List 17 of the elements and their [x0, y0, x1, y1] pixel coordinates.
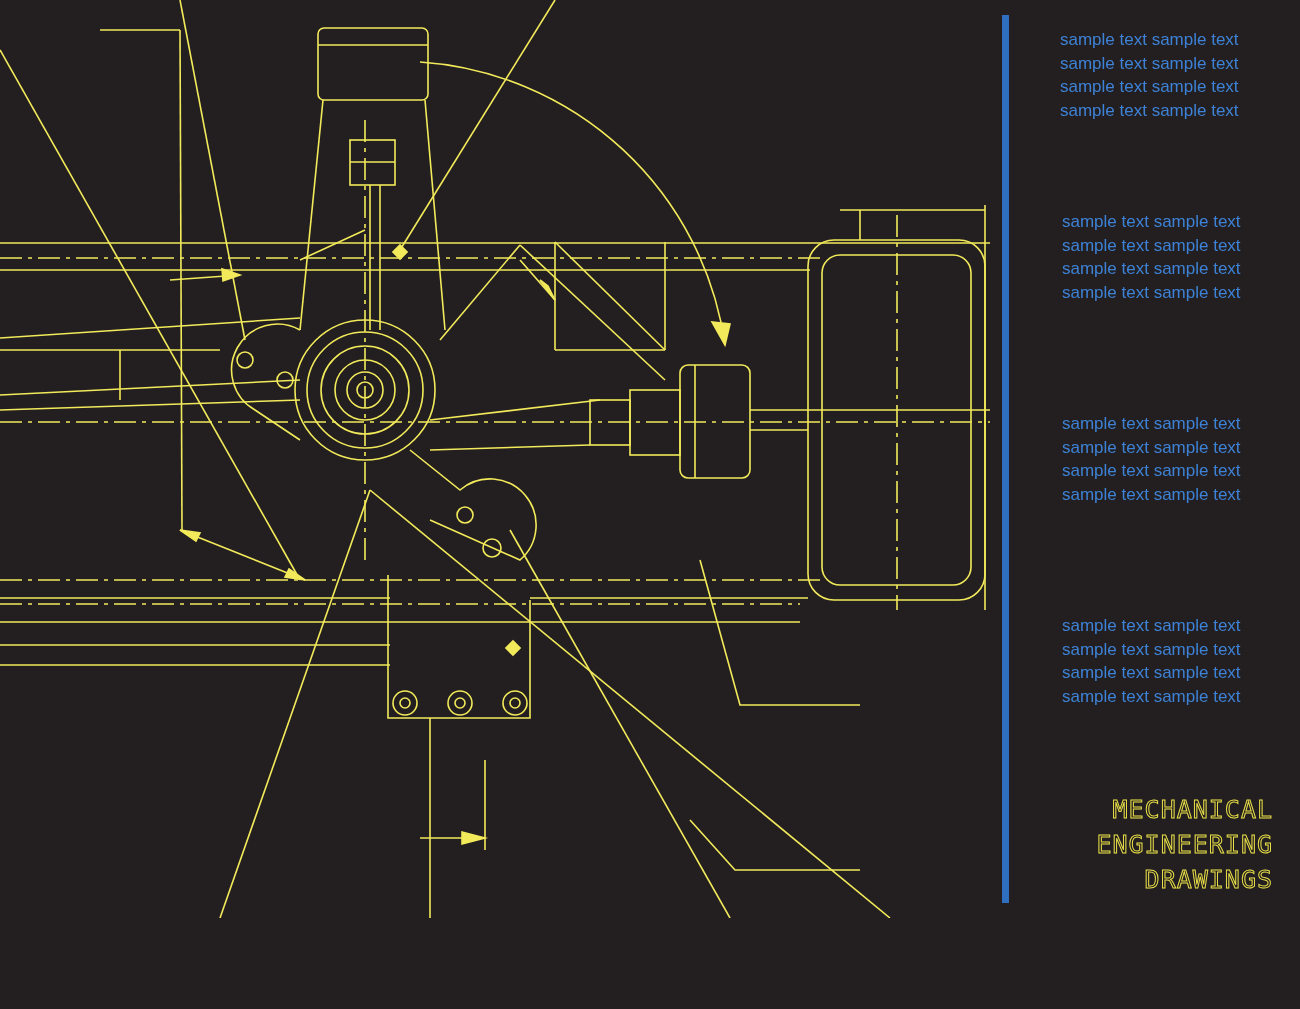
sample-text: sample text sample text	[1062, 483, 1241, 506]
sample-text: sample text sample text	[1062, 234, 1241, 257]
sample-text: sample text sample text	[1062, 460, 1241, 482]
sample-text: sample text sample text	[1062, 436, 1241, 459]
sample-text: sample text sample text	[1062, 281, 1241, 304]
sample-text: sample text sample text	[1062, 258, 1241, 280]
sample-text: sample text sample text	[1062, 211, 1241, 233]
sample-text: sample text sample text	[1060, 52, 1239, 75]
sample-text: sample text sample text	[1060, 29, 1239, 51]
sample-text: sample text sample text	[1060, 76, 1239, 98]
sample-text: sample text sample text	[1062, 662, 1241, 684]
sample-text: sample text sample text	[1062, 638, 1241, 661]
title: MECHANICAL ENGINEERING DRAWINGS	[1095, 794, 1273, 896]
sample-text: sample text sample text	[1060, 99, 1239, 122]
sample-text: sample text sample text	[1062, 685, 1241, 708]
sample-text: sample text sample text	[1062, 413, 1241, 435]
sample-text: sample text sample text	[1062, 615, 1241, 637]
